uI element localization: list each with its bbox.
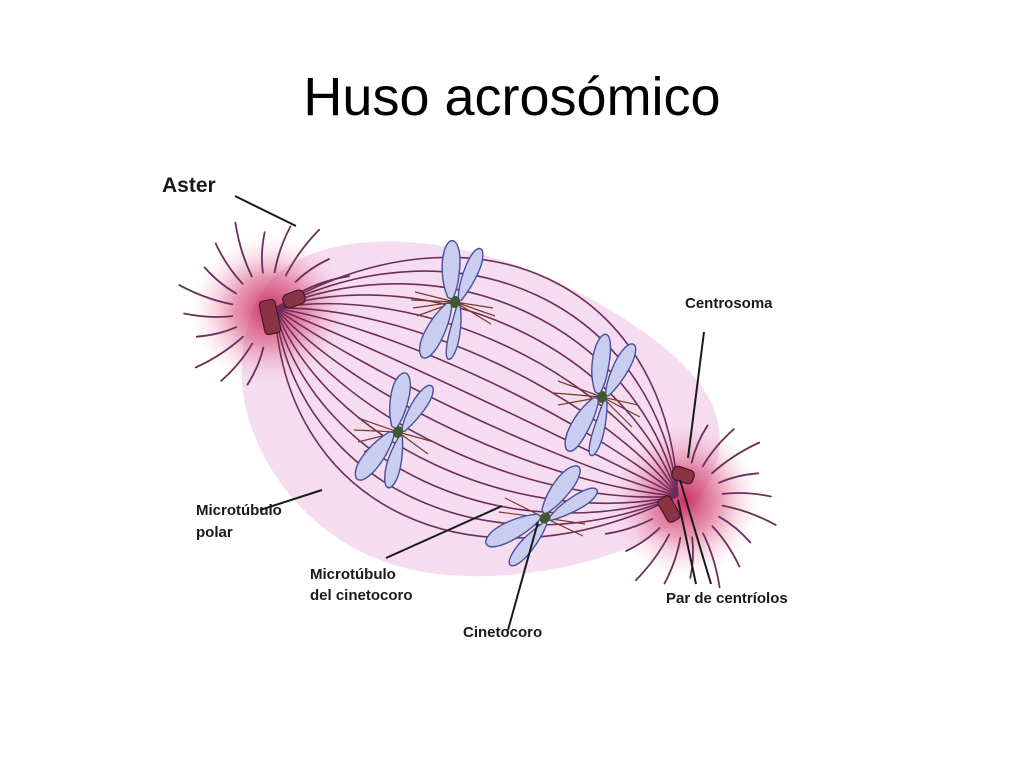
label-line: polar xyxy=(196,524,233,541)
spindle-body xyxy=(241,241,720,577)
polar-microtubules xyxy=(274,256,679,539)
label-microtubulo-polar: Microtúbulo polar xyxy=(196,500,282,544)
aster-ray xyxy=(195,326,237,338)
label-par-centriolos: Par de centríolos xyxy=(666,590,788,607)
aster-ray xyxy=(721,492,772,498)
leader-lines xyxy=(234,195,712,631)
spindle-illustration xyxy=(178,195,777,631)
polar-microtubule xyxy=(274,307,679,539)
chromosome xyxy=(354,372,434,489)
aster-ray xyxy=(718,515,752,544)
label-line: Microtúbulo xyxy=(310,566,396,583)
aster-ray xyxy=(246,346,265,386)
aster-ray xyxy=(178,284,234,306)
aster-ray xyxy=(220,342,254,382)
aster-ray xyxy=(294,258,330,283)
aster-ray xyxy=(203,266,237,295)
aster-ray xyxy=(663,536,682,585)
aster-ray xyxy=(284,228,320,277)
label-centrosoma: Centrosoma xyxy=(685,295,773,312)
polar-microtubule xyxy=(274,256,679,497)
aster-ray xyxy=(273,225,292,274)
polar-microtubule xyxy=(274,307,679,497)
polar-microtubule xyxy=(274,307,679,497)
aster-ray xyxy=(711,441,761,475)
centriole-pair-right xyxy=(657,465,695,523)
aster-ray xyxy=(261,231,266,274)
aster-ray xyxy=(625,527,661,552)
polar-microtubule xyxy=(274,302,679,497)
label-line: del cinetocoro xyxy=(310,587,413,604)
aster-ray xyxy=(711,525,741,568)
polar-microtubule xyxy=(274,270,679,497)
polar-microtubule xyxy=(274,294,679,497)
polar-microtubule xyxy=(274,307,679,498)
aster-ray xyxy=(183,312,234,318)
label-microtubulo-cinetocoro: Microtúbulo del cinetocoro xyxy=(310,564,413,606)
polar-microtubule xyxy=(274,307,679,526)
aster-ray xyxy=(302,275,350,292)
aster-ray xyxy=(721,504,777,526)
aster-ray xyxy=(635,533,671,582)
centriole-pair-left xyxy=(258,289,306,336)
mitotic-spindle-diagram: Aster Centrosoma Microtúbulo polar Micro… xyxy=(150,160,830,660)
aster-ray xyxy=(702,532,721,589)
aster-ray xyxy=(690,424,709,464)
polar-microtubule xyxy=(274,307,679,497)
label-aster: Aster xyxy=(162,174,216,197)
aster-ray xyxy=(605,518,653,535)
aster-ray xyxy=(701,428,735,468)
chromosome xyxy=(564,333,637,457)
aster-ray xyxy=(689,536,694,579)
aster-ray xyxy=(234,221,253,278)
aster-ray xyxy=(718,472,760,484)
slide-title: Huso acrosómico xyxy=(303,67,721,127)
polar-microtubule xyxy=(274,283,679,497)
polar-microtubule xyxy=(274,307,679,504)
polar-microtubule xyxy=(274,307,679,497)
label-line: Microtúbulo xyxy=(196,502,282,519)
label-cinetocoro: Cinetocoro xyxy=(463,624,543,641)
chromosome xyxy=(419,239,484,360)
polar-microtubule xyxy=(274,307,679,497)
aster-ray xyxy=(194,335,244,369)
polar-microtubule xyxy=(274,307,679,514)
chromosome xyxy=(484,465,599,567)
aster-ray xyxy=(214,242,244,285)
aster-rays xyxy=(178,221,777,589)
